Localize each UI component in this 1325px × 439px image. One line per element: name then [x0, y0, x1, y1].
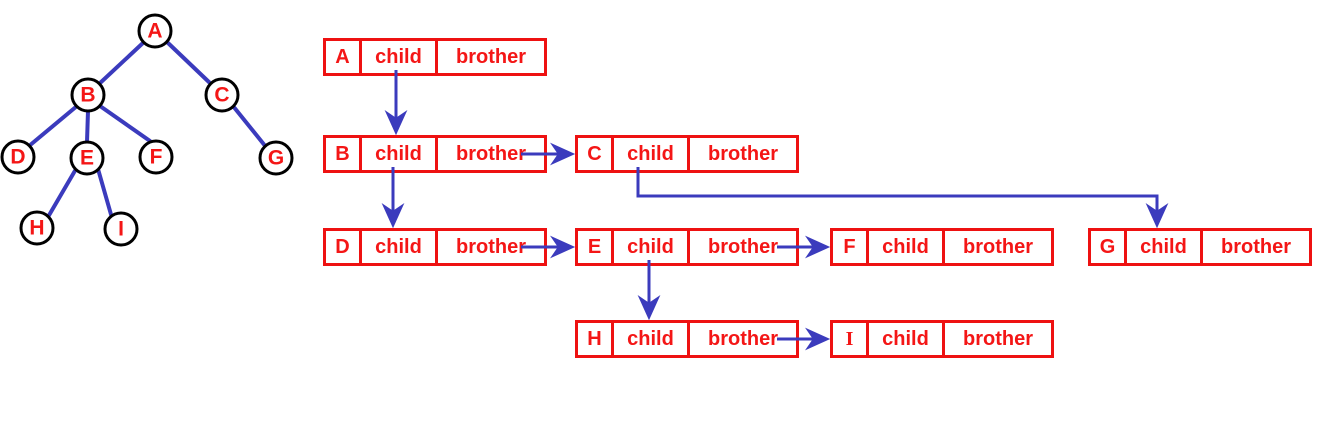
tree-node-label-c: C	[214, 84, 229, 107]
tree-node-labels: A B C D E F G H I	[10, 20, 284, 241]
tree-node-label-d: D	[10, 146, 25, 169]
node-box-e-brother: brother	[708, 236, 778, 258]
tree-edge-e-h	[46, 167, 78, 219]
node-box-h-child: child	[614, 323, 690, 355]
node-box-e-child: child	[614, 231, 690, 263]
node-box-a[interactable]: A child brother	[323, 38, 547, 76]
node-box-g-key: G	[1091, 231, 1127, 263]
tree-node-label-h: H	[29, 217, 44, 240]
node-box-d-key: D	[326, 231, 362, 263]
node-box-a-brother: brother	[456, 46, 526, 68]
tree-edge-b-d	[27, 104, 79, 148]
node-box-d-child: child	[362, 231, 438, 263]
node-box-f-key: F	[833, 231, 869, 263]
tree-edges	[27, 40, 268, 220]
node-box-g-child: child	[1127, 231, 1203, 263]
tree-node-label-a: A	[147, 20, 162, 43]
node-box-f-brother: brother	[963, 236, 1033, 258]
tree-edge-a-b	[97, 40, 146, 86]
node-box-c-brother: brother	[708, 143, 778, 165]
node-box-d-brother: brother	[456, 236, 526, 258]
node-box-e-key: E	[578, 231, 614, 263]
tree-node-f	[138, 139, 174, 175]
tree-node-b	[70, 77, 106, 113]
node-box-f[interactable]: F child brother	[830, 228, 1054, 266]
tree-nodes	[0, 13, 294, 247]
node-box-c[interactable]: C child brother	[575, 135, 799, 173]
node-box-b-key: B	[326, 138, 362, 170]
node-box-b-brother: brother	[456, 143, 526, 165]
node-box-c-key: C	[578, 138, 614, 170]
node-box-f-child: child	[869, 231, 945, 263]
tree-edge-a-c	[165, 40, 213, 86]
node-box-b[interactable]: B child brother	[323, 135, 547, 173]
tree-node-i	[103, 211, 139, 247]
node-box-a-key: A	[326, 41, 362, 73]
tree-edge-c-g	[231, 104, 268, 149]
node-box-h-key: H	[578, 323, 614, 355]
node-box-g-brother: brother	[1221, 236, 1291, 258]
node-box-h[interactable]: H child brother	[575, 320, 799, 358]
node-box-i-child: child	[869, 323, 945, 355]
tree-edge-b-e	[85, 109, 90, 144]
node-box-b-child: child	[362, 138, 438, 170]
tree-node-label-f: F	[150, 146, 163, 169]
tree-node-c	[204, 77, 240, 113]
node-box-h-brother: brother	[708, 328, 778, 350]
node-box-a-child: child	[362, 41, 438, 73]
node-box-d[interactable]: D child brother	[323, 228, 547, 266]
tree-node-g	[258, 140, 294, 176]
tree-node-label-b: B	[80, 84, 95, 107]
node-box-e[interactable]: E child brother	[575, 228, 799, 266]
tree-node-a	[137, 13, 173, 49]
tree-node-h	[19, 210, 55, 246]
node-box-i-brother: brother	[963, 328, 1033, 350]
tree-node-d	[0, 139, 36, 175]
tree-node-e	[69, 140, 105, 176]
node-box-i[interactable]: I child brother	[830, 320, 1054, 358]
node-box-i-key: I	[833, 323, 869, 355]
node-box-c-child: child	[614, 138, 690, 170]
node-box-g[interactable]: G child brother	[1088, 228, 1312, 266]
tree-node-label-e: E	[80, 147, 94, 170]
tree-edge-b-f	[98, 104, 152, 143]
tree-node-label-g: G	[268, 147, 284, 170]
tree-edge-e-i	[96, 167, 114, 220]
tree-node-label-i: I	[118, 218, 124, 241]
